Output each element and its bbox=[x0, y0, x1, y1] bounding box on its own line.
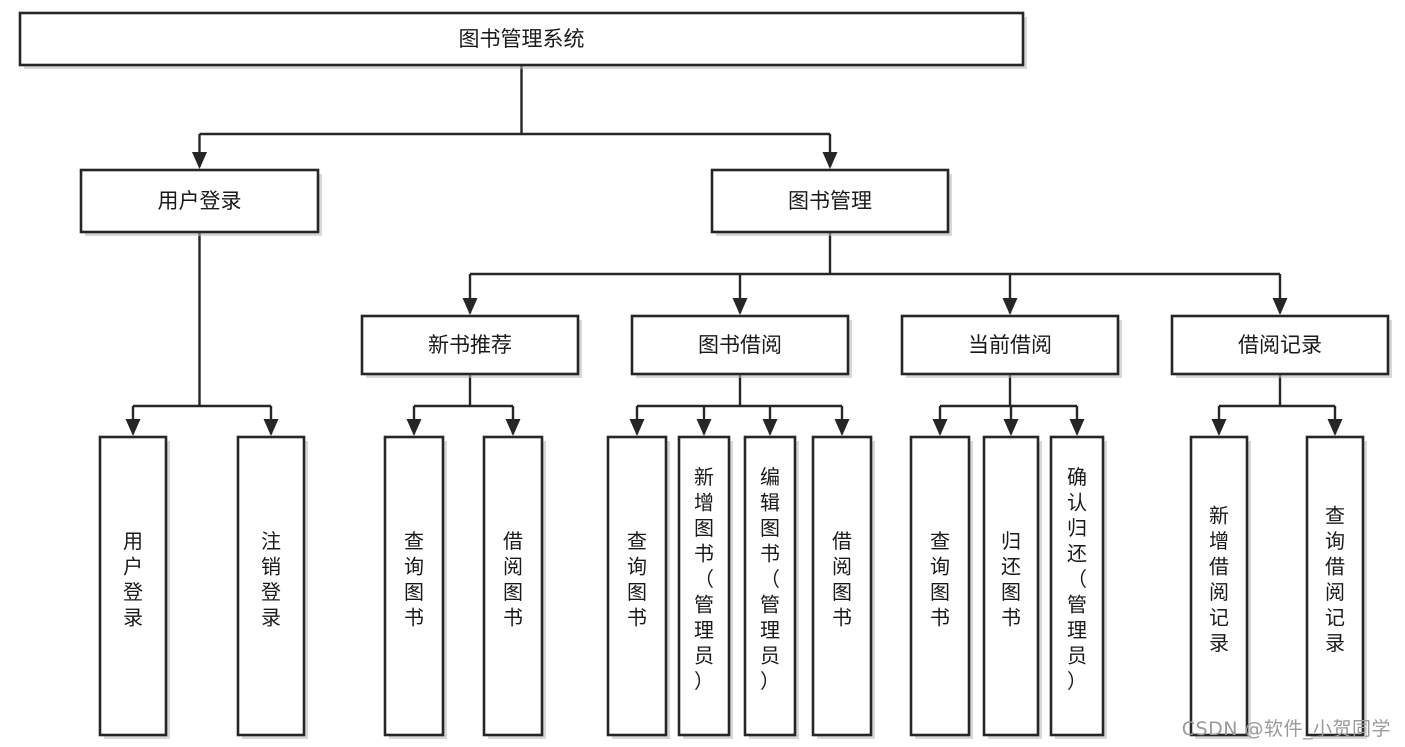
node-label: 借阅图书 bbox=[832, 529, 852, 630]
arrow-head-icon bbox=[125, 419, 141, 436]
node-function-leaf-return-book[interactable]: 归还图书 bbox=[982, 435, 1042, 739]
node-box[interactable] bbox=[811, 435, 873, 737]
node-box[interactable] bbox=[98, 435, 168, 737]
arrow-head-icon bbox=[629, 419, 645, 436]
arrow-head-icon bbox=[263, 419, 279, 436]
node-box[interactable] bbox=[383, 435, 445, 737]
arrow-head-icon bbox=[732, 298, 748, 315]
node-function-leaf-user-login[interactable]: 用户登录 bbox=[98, 435, 170, 739]
node-submodule-borrow-record[interactable]: 借阅记录 bbox=[1170, 314, 1392, 378]
node-function-leaf-query-book-3[interactable]: 查询图书 bbox=[909, 435, 973, 739]
node-label: 新增借阅记录 bbox=[1209, 503, 1229, 655]
node-box[interactable] bbox=[79, 168, 320, 234]
node-box[interactable] bbox=[18, 11, 1025, 67]
node-box[interactable] bbox=[630, 314, 850, 376]
node-label: 图书管理 bbox=[788, 189, 872, 213]
node-box[interactable] bbox=[1170, 314, 1390, 376]
node-label: 借阅图书 bbox=[503, 529, 523, 630]
node-submodule-new-book-rec[interactable]: 新书推荐 bbox=[360, 314, 582, 378]
node-box[interactable] bbox=[360, 314, 580, 376]
node-label: 借阅记录 bbox=[1238, 333, 1322, 357]
node-box[interactable] bbox=[677, 435, 731, 737]
node-function-leaf-edit-book[interactable]: 编辑图书（管理员） bbox=[743, 435, 799, 739]
node-label: 当前借阅 bbox=[968, 333, 1052, 357]
node-label: 确认归还（管理员） bbox=[1067, 465, 1087, 693]
arrow-head-icon bbox=[406, 419, 422, 436]
node-label: 图书管理系统 bbox=[459, 27, 585, 51]
arrow-head-icon bbox=[1002, 298, 1018, 315]
node-box[interactable] bbox=[982, 435, 1040, 737]
node-box[interactable] bbox=[1049, 435, 1105, 737]
arrow-head-icon bbox=[192, 152, 207, 169]
node-label: 注销登录 bbox=[261, 529, 281, 630]
node-label: 查询借阅记录 bbox=[1325, 503, 1345, 655]
watermark-text: CSDN @软件_小贺同学 bbox=[1181, 718, 1391, 740]
node-function-leaf-query-record[interactable]: 查询借阅记录 bbox=[1305, 435, 1367, 739]
node-module-book-manage[interactable]: 图书管理 bbox=[710, 168, 952, 236]
node-function-leaf-query-book-1[interactable]: 查询图书 bbox=[383, 435, 447, 739]
connector-layer bbox=[125, 65, 1343, 436]
arrow-head-icon bbox=[822, 152, 838, 169]
arrow-head-icon bbox=[762, 419, 778, 436]
node-label: 查询图书 bbox=[404, 529, 424, 630]
node-label: 查询图书 bbox=[627, 529, 647, 630]
arrow-head-icon bbox=[696, 419, 712, 436]
node-root-system[interactable]: 图书管理系统 bbox=[18, 11, 1027, 69]
node-box[interactable] bbox=[482, 435, 544, 737]
node-function-leaf-add-record[interactable]: 新增借阅记录 bbox=[1189, 435, 1251, 739]
node-function-leaf-confirm-return[interactable]: 确认归还（管理员） bbox=[1049, 435, 1107, 739]
node-function-leaf-borrow-book-1[interactable]: 借阅图书 bbox=[482, 435, 546, 739]
node-label: 用户登录 bbox=[123, 529, 143, 630]
node-layer: 图书管理系统用户登录图书管理新书推荐图书借阅当前借阅借阅记录用户登录注销登录查询… bbox=[18, 11, 1392, 739]
node-label: 编辑图书（管理员） bbox=[760, 465, 780, 693]
node-label: 用户登录 bbox=[158, 189, 242, 213]
node-function-leaf-borrow-book-2[interactable]: 借阅图书 bbox=[811, 435, 875, 739]
node-label: 归还图书 bbox=[1001, 529, 1021, 630]
node-box[interactable] bbox=[743, 435, 797, 737]
node-box[interactable] bbox=[900, 314, 1120, 376]
arrow-head-icon bbox=[1327, 419, 1343, 436]
node-box[interactable] bbox=[606, 435, 668, 737]
node-label: 查询图书 bbox=[930, 529, 950, 630]
node-box[interactable] bbox=[1189, 435, 1249, 737]
node-box[interactable] bbox=[909, 435, 971, 737]
node-label: 图书借阅 bbox=[698, 333, 782, 357]
arrow-head-icon bbox=[932, 419, 948, 436]
arrow-head-icon bbox=[505, 419, 521, 436]
node-submodule-current-borrow[interactable]: 当前借阅 bbox=[900, 314, 1122, 378]
arrow-head-icon bbox=[462, 298, 478, 315]
node-submodule-book-borrow[interactable]: 图书借阅 bbox=[630, 314, 852, 378]
node-box[interactable] bbox=[236, 435, 306, 737]
arrow-head-icon bbox=[1272, 298, 1288, 315]
node-box[interactable] bbox=[710, 168, 950, 234]
node-function-leaf-logout[interactable]: 注销登录 bbox=[236, 435, 308, 739]
arrow-head-icon bbox=[1211, 419, 1227, 436]
node-function-leaf-add-book[interactable]: 新增图书（管理员） bbox=[677, 435, 733, 739]
node-function-leaf-query-book-2[interactable]: 查询图书 bbox=[606, 435, 670, 739]
arrow-head-icon bbox=[834, 419, 850, 436]
node-box[interactable] bbox=[1305, 435, 1365, 737]
node-module-user-login[interactable]: 用户登录 bbox=[79, 168, 322, 236]
arrow-head-icon bbox=[1069, 419, 1085, 436]
node-label: 新书推荐 bbox=[428, 333, 512, 357]
node-label: 新增图书（管理员） bbox=[694, 465, 714, 693]
arrow-head-icon bbox=[1003, 419, 1019, 436]
